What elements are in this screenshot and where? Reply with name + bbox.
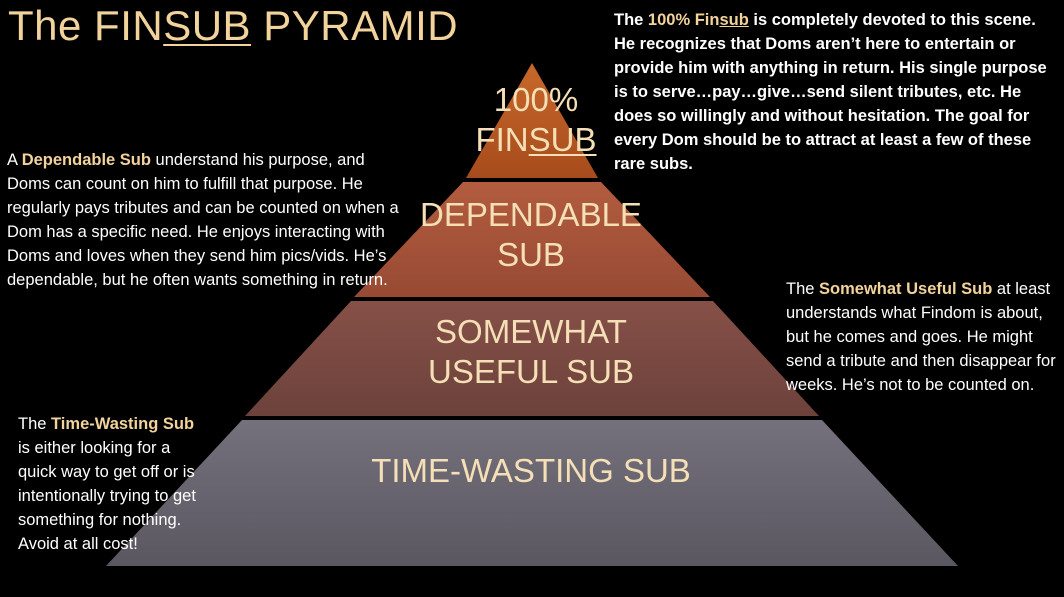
tier-label-line: SOMEWHAT — [435, 313, 627, 350]
tier-useful-shape — [245, 301, 819, 416]
tier-label-line: FINSUB — [466, 120, 606, 160]
desc-lead: The — [18, 415, 52, 433]
desc-highlight: 100% Fin — [647, 11, 720, 29]
title-part: The FIN — [8, 2, 164, 49]
tier-dependable-shape — [354, 182, 710, 297]
desc-lead: A — [7, 151, 22, 169]
desc-body: understand his purpose, and Doms can cou… — [7, 151, 399, 289]
tier-label-underlined-part: SUB — [528, 120, 597, 158]
desc-highlight: Time-Wasting Sub — [51, 415, 195, 433]
tier-label-line: DEPENDABLE — [420, 196, 642, 233]
title-underlined-part: SUB — [163, 2, 252, 49]
desc-highlight: Dependable Sub — [21, 151, 151, 169]
title-part: PYRAMID — [251, 2, 459, 49]
desc-body: at least understands what Findom is abou… — [786, 280, 1056, 394]
tier-label-line: 100% — [493, 81, 579, 118]
tier-label-useful: SOMEWHAT USEFUL SUB — [386, 312, 676, 391]
desc-lead: The — [786, 280, 820, 298]
tier-label-part: FIN — [475, 120, 529, 158]
page-title: The FINSUB PYRAMID — [8, 2, 458, 50]
desc-highlight: Somewhat Useful Sub — [819, 280, 993, 298]
desc-highlight-underlined: sub — [719, 11, 749, 29]
description-useful: The Somewhat Useful Sub at least underst… — [786, 277, 1062, 397]
description-finsub: The 100% Finsub is completely devoted to… — [614, 8, 1060, 176]
tier-label-finsub: 100% FINSUB — [466, 80, 606, 159]
tier-finsub-shape — [466, 63, 598, 178]
desc-body: is completely devoted to this scene. He … — [614, 11, 1047, 173]
desc-lead: The — [614, 11, 648, 29]
desc-body: is either looking for a quick way to get… — [18, 439, 196, 553]
description-dependable: A Dependable Sub understand his purpose,… — [7, 148, 407, 292]
tier-label-dependable: DEPENDABLE SUB — [396, 195, 666, 274]
tier-label-wasting: TIME-WASTING SUB — [335, 451, 727, 491]
tier-wasting-shape — [106, 420, 958, 566]
description-wasting: The Time-Wasting Sub is either looking f… — [18, 412, 208, 556]
tier-label-line: TIME-WASTING SUB — [371, 452, 691, 489]
tier-label-line: SUB — [497, 235, 565, 273]
tier-label-line: USEFUL SUB — [428, 352, 634, 390]
